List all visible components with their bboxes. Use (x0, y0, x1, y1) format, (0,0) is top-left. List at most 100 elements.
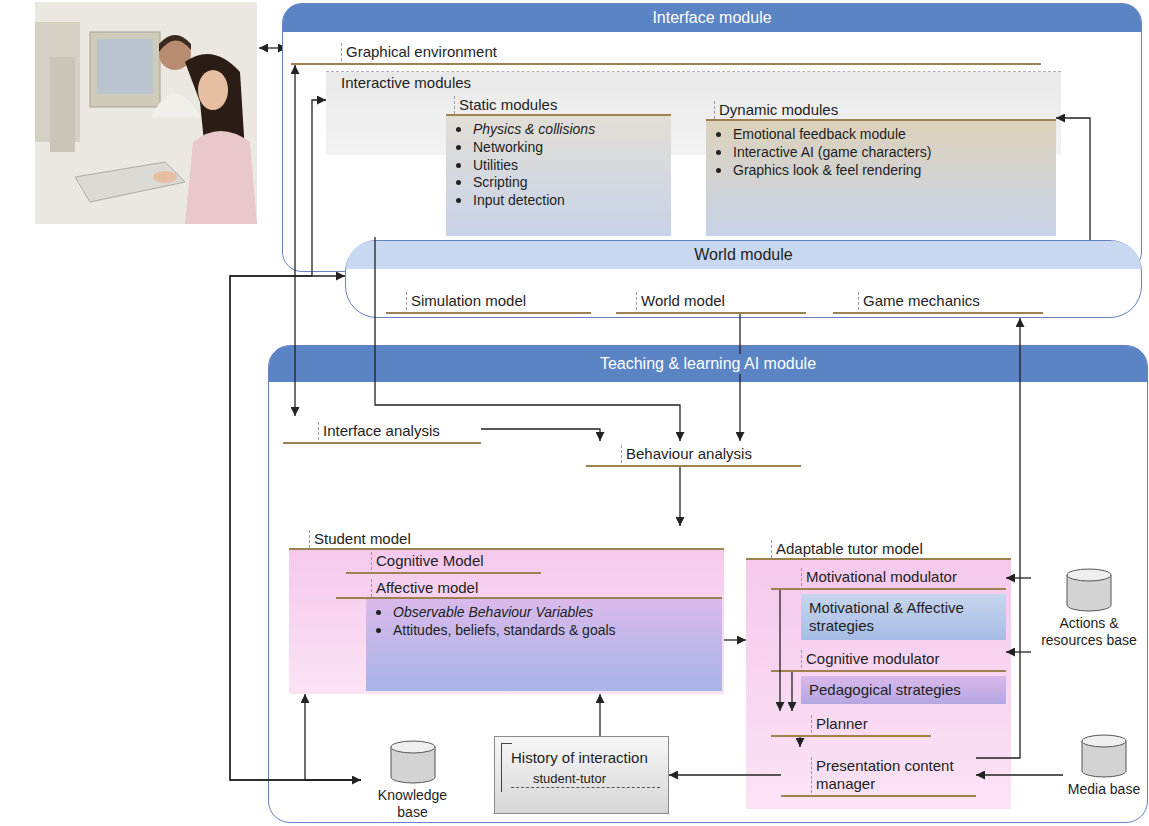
underlined-label: Motivational modulator (771, 564, 1006, 590)
filled-box: Pedagogical strategies (801, 676, 1006, 704)
list-item: Interactive AI (game characters) (716, 144, 1048, 161)
list-body: Observable Behaviour VariablesAttitudes,… (366, 599, 722, 691)
module-box: Interface analysisBehaviour analysisCogn… (268, 345, 1148, 823)
list-body: Emotional feedback moduleInteractive AI … (706, 121, 1056, 236)
person-body (185, 131, 257, 224)
list-box: Affective modelObservable Behaviour Vari… (336, 575, 722, 691)
node-text: Motivational modulator (801, 568, 957, 586)
list-item: Attitudes, beliefs, standards & goals (376, 622, 714, 639)
cylinder-icon (1065, 567, 1113, 613)
model-panel: Cognitive ModelAffective modelObservable… (289, 526, 724, 694)
monitor (50, 57, 75, 152)
node-text: Student model (309, 530, 411, 548)
region-box: Static modulesPhysics & collisionsNetwor… (326, 71, 1061, 237)
student-photo (35, 2, 257, 224)
module-header: Teaching & learning AI module (269, 346, 1147, 382)
node-text: Planner (811, 715, 868, 733)
list-item: Emotional feedback module (716, 126, 1048, 143)
node-text: Simulation model (406, 292, 526, 310)
node-text: Networking (473, 139, 543, 156)
cylinder-icon (1080, 733, 1128, 779)
node-text: Graphics look & feel rendering (733, 162, 921, 179)
list-item: Scripting (456, 174, 663, 191)
list-item: Graphics look & feel rendering (716, 162, 1048, 179)
node-text: Interactive modules (341, 74, 471, 92)
text-row: History of interaction (511, 749, 660, 767)
underlined-label: Planner (771, 711, 931, 737)
node-text: Attitudes, beliefs, standards & goals (393, 622, 616, 639)
cylinder-top (1082, 735, 1126, 747)
node-text: Graphical environment (341, 43, 497, 61)
node-text: Interface analysis (318, 422, 440, 440)
list-item: Physics & collisions (456, 121, 663, 138)
node-text: Dynamic modules (714, 101, 838, 119)
underlined-label: Simulation model (386, 287, 591, 314)
list-box: Dynamic modulesEmotional feedback module… (706, 97, 1056, 236)
node-text: Media base (1068, 781, 1140, 798)
bullet-dot (456, 163, 461, 168)
underlined-label: Behaviour analysis (586, 441, 801, 467)
list-header: Static modules (446, 92, 671, 116)
list-item: Utilities (456, 157, 663, 174)
list-item: Input detection (456, 192, 663, 209)
photo-ground (35, 2, 257, 224)
node-text: Adaptable tutor model (771, 540, 923, 558)
person-face (198, 70, 228, 110)
underlined-label: World model (616, 287, 806, 314)
screen (97, 39, 153, 94)
cylinder-top (391, 741, 435, 753)
text-row: student-tutor (511, 769, 660, 788)
cylinder-top (1067, 569, 1111, 581)
history-box: History of interaction student-tutor (494, 736, 669, 814)
panel-header: Adaptable tutor model (746, 536, 1011, 560)
node-text: Cognitive modulator (801, 650, 939, 668)
person-hand (153, 171, 177, 183)
bullet-dot (716, 168, 721, 173)
database-cylinder: Knowledge base (361, 739, 464, 821)
underlined-label: Interface analysis (283, 416, 481, 444)
bracket-mark (501, 743, 512, 792)
person-hair (159, 35, 191, 52)
list-item: Networking (456, 139, 663, 156)
list-header: Affective model (336, 575, 722, 599)
underlined-label: Cognitive Model (346, 552, 541, 574)
database-cylinder: Media base (1063, 733, 1145, 821)
node-text: Observable Behaviour Variables (393, 604, 593, 621)
bullet-dot (456, 127, 461, 132)
node-text: World model (636, 292, 725, 310)
database-cylinder: Actions & resources base (1031, 567, 1147, 663)
node-text: Emotional feedback module (733, 126, 906, 143)
node-text: Scripting (473, 174, 527, 191)
node-text: Teaching & learning AI module (594, 354, 822, 373)
underlined-label: Graphical environment (291, 37, 1041, 65)
underlined-label: Game mechanics (833, 287, 1043, 314)
module-header: World module (346, 241, 1141, 269)
node-text: Input detection (473, 192, 565, 209)
node-text: Utilities (473, 157, 518, 174)
node-text: World module (688, 245, 798, 264)
keyboard (75, 162, 185, 202)
node-text: Behaviour analysis (621, 445, 752, 463)
bullet-dot (456, 198, 461, 203)
node-text: Affective model (371, 579, 478, 597)
bullet-dot (376, 628, 381, 633)
list-box: Static modulesPhysics & collisionsNetwor… (446, 92, 671, 236)
node-text: Static modules (454, 96, 557, 114)
node-text: Pedagogical strategies (809, 681, 961, 699)
bullet-dot (716, 150, 721, 155)
underlined-label: Presentation content manager (781, 747, 976, 797)
node-text: Interface module (646, 8, 777, 27)
list-body: Physics & collisionsNetworkingUtilitiesS… (446, 116, 671, 236)
bullet-dot (456, 145, 461, 150)
node-text: Interactive AI (game characters) (733, 144, 931, 161)
node-text: Motivational & Affective strategies (809, 599, 998, 635)
node-text: Presentation content manager (811, 757, 969, 793)
filled-box: Motivational & Affective strategies (801, 594, 1006, 640)
node-text: Physics & collisions (473, 121, 595, 138)
person-body (151, 94, 201, 118)
module-box: Graphical environmentStatic modulesPhysi… (282, 3, 1142, 272)
node-text: History of interaction (511, 749, 648, 767)
module-box: Simulation model World model Game mechanic… (345, 240, 1142, 318)
node-text: Actions & resources base (1031, 615, 1147, 649)
